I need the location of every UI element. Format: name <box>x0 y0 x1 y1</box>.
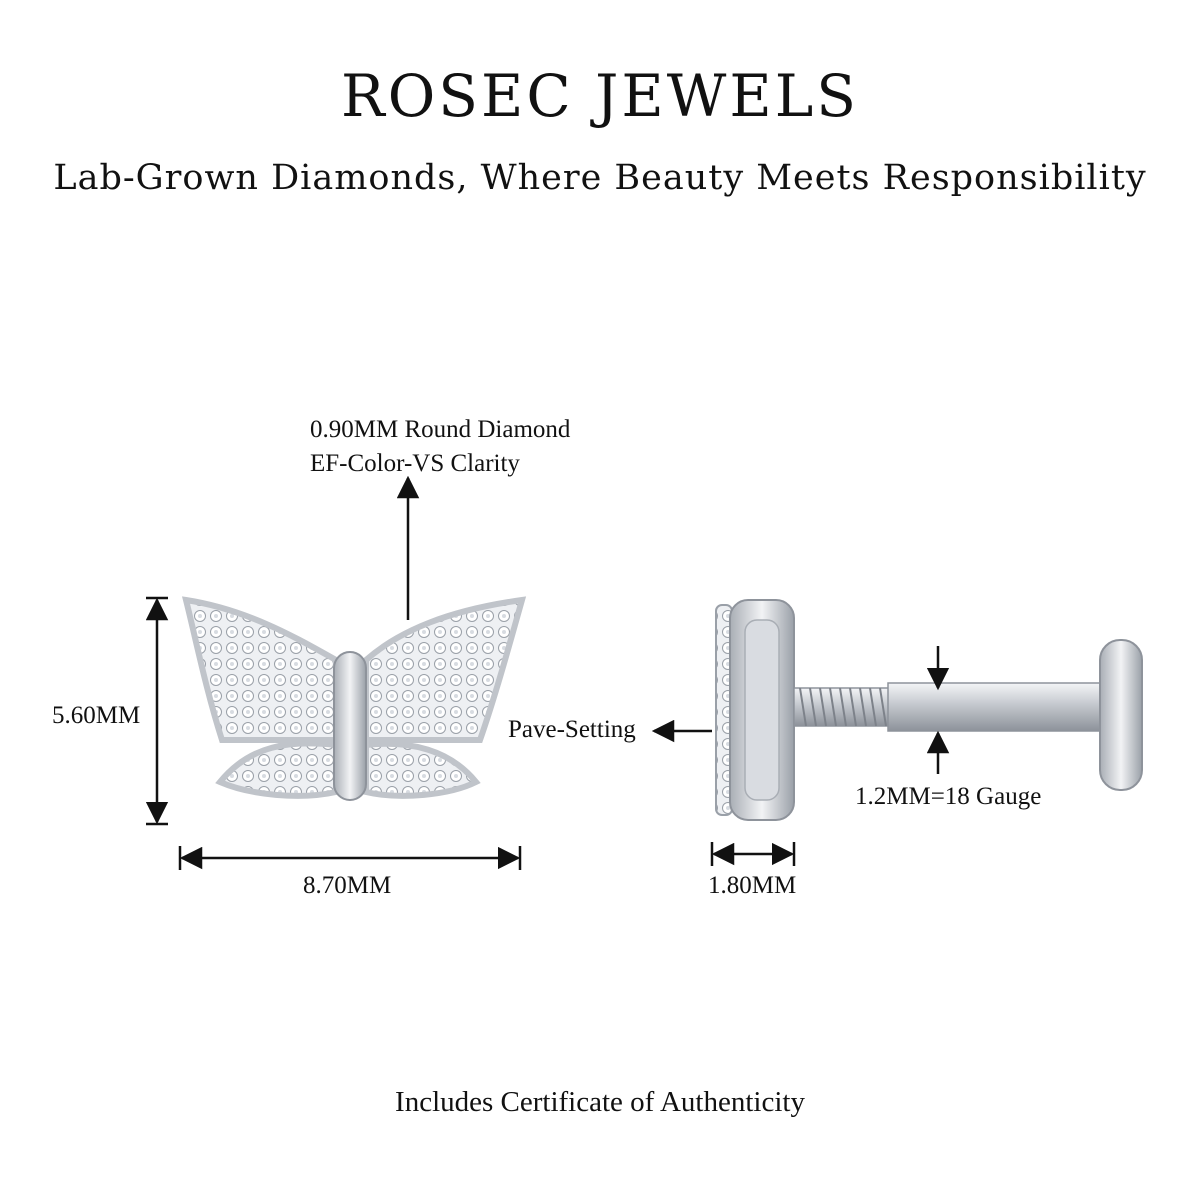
thread-screw <box>793 687 891 727</box>
butterfly-body <box>333 651 367 801</box>
tagline: Lab-Grown Diamonds, Where Beauty Meets R… <box>53 158 1147 198</box>
brand-title: ROSEC JEWELS <box>341 62 859 130</box>
setting-label: Pave-Setting <box>508 716 636 743</box>
width-label: 8.70MM <box>303 872 392 899</box>
gauge-label: 1.2MM=18 Gauge <box>855 783 1042 810</box>
thickness-label: 1.80MM <box>708 872 797 899</box>
butterfly-front-view <box>181 596 527 801</box>
post-shaft <box>887 682 1114 732</box>
stud-head-inner <box>744 619 780 801</box>
upper-left-wing <box>181 596 339 743</box>
stone-spec-line1: 0.90MM Round Diamond <box>310 416 571 443</box>
upper-right-wing <box>363 596 527 743</box>
height-label: 5.60MM <box>52 702 141 729</box>
certificate-note: Includes Certificate of Authenticity <box>395 1086 805 1118</box>
lower-right-wing <box>363 740 481 799</box>
stone-spec-line2: EF-Color-VS Clarity <box>310 450 520 477</box>
lower-left-wing <box>215 740 339 799</box>
dimension-lines <box>145 475 950 870</box>
stud-side-view <box>715 599 1143 821</box>
flat-back-disc <box>1099 639 1143 791</box>
